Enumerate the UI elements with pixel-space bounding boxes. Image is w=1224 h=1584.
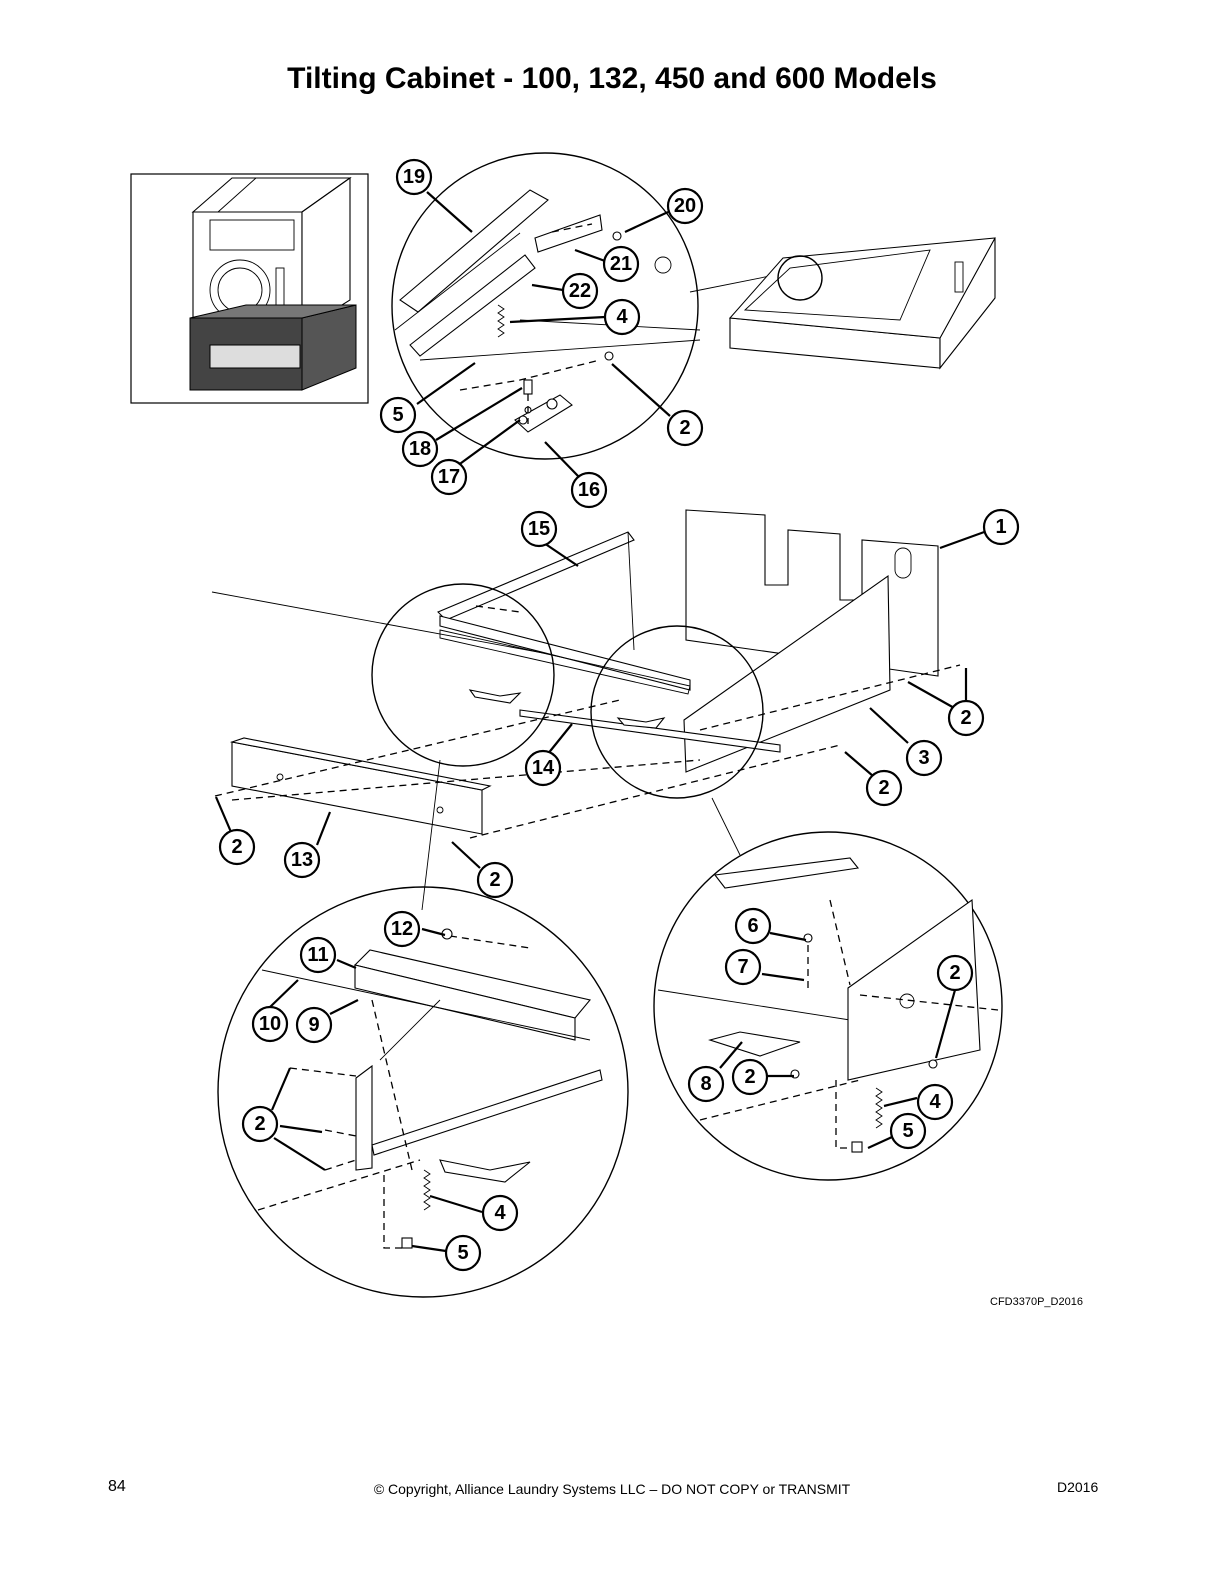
svg-text:2: 2 <box>254 1113 265 1135</box>
leader-lines <box>214 191 988 1253</box>
svg-text:9: 9 <box>308 1014 319 1036</box>
svg-text:4: 4 <box>929 1091 941 1113</box>
svg-text:7: 7 <box>737 956 748 978</box>
svg-text:17: 17 <box>438 466 460 488</box>
callout-2-top: 2 <box>666 409 704 447</box>
callout-17: 17 <box>430 458 468 496</box>
svg-text:3: 3 <box>918 747 929 769</box>
callout-2-bottom-right: 2 <box>936 954 974 992</box>
callout-13: 13 <box>283 841 321 879</box>
svg-text:2: 2 <box>489 869 500 891</box>
svg-text:2: 2 <box>231 836 242 858</box>
callout-5-bottom-right: 5 <box>889 1112 927 1150</box>
callout-6: 6 <box>734 907 772 945</box>
callout-10: 10 <box>251 1005 289 1043</box>
svg-text:11: 11 <box>307 944 328 966</box>
svg-text:22: 22 <box>569 280 591 302</box>
drawing-code: CFD3370P_D2016 <box>990 1296 1083 1308</box>
svg-text:8: 8 <box>700 1073 711 1095</box>
callout-1: 1 <box>982 508 1020 546</box>
callout-4-top: 4 <box>603 298 641 336</box>
svg-text:14: 14 <box>532 757 555 779</box>
callout-21: 21 <box>602 245 640 283</box>
callout-22: 22 <box>561 272 599 310</box>
callout-2-bottom-mid: 2 <box>731 1058 769 1096</box>
callout-9: 9 <box>295 1006 333 1044</box>
top-detail-view <box>391 152 801 460</box>
callout-11: 11 <box>299 936 337 974</box>
svg-text:12: 12 <box>391 918 413 940</box>
callout-12: 12 <box>383 910 421 948</box>
svg-text:20: 20 <box>674 195 696 217</box>
svg-text:19: 19 <box>403 166 425 188</box>
machine-overview-inset <box>130 173 369 404</box>
svg-text:2: 2 <box>960 707 971 729</box>
left-enlargement <box>217 886 629 1298</box>
svg-text:2: 2 <box>949 962 960 984</box>
callout-5-bottom-left: 5 <box>444 1234 482 1272</box>
callout-14: 14 <box>524 749 562 787</box>
main-cabinet-assembly <box>211 509 961 911</box>
svg-text:5: 5 <box>392 404 403 426</box>
callout-7: 7 <box>724 948 762 986</box>
svg-text:4: 4 <box>616 306 628 328</box>
callout-2-mid: 2 <box>476 861 514 899</box>
svg-text:2: 2 <box>679 417 690 439</box>
svg-text:5: 5 <box>902 1120 913 1142</box>
callout-16: 16 <box>570 471 608 509</box>
svg-text:1: 1 <box>995 516 1006 538</box>
callout-3: 3 <box>905 739 943 777</box>
svg-text:13: 13 <box>291 849 313 871</box>
svg-text:6: 6 <box>747 915 758 937</box>
svg-text:4: 4 <box>494 1202 506 1224</box>
page-number: 84 <box>108 1478 126 1495</box>
document-code: D2016 <box>1057 1479 1099 1495</box>
cabinet-overview <box>728 237 996 370</box>
svg-text:15: 15 <box>528 518 550 540</box>
callout-8: 8 <box>687 1065 725 1103</box>
callout-18: 18 <box>401 430 439 468</box>
callout-2-left: 2 <box>218 828 256 866</box>
right-enlargement <box>653 831 1003 1181</box>
callout-4-bottom-right: 4 <box>916 1083 954 1121</box>
copyright-notice: © Copyright, Alliance Laundry Systems LL… <box>373 1481 851 1497</box>
callout-19: 19 <box>395 158 433 196</box>
callout-2-mid-right: 2 <box>865 769 903 807</box>
callout-15: 15 <box>520 510 558 548</box>
page-title: Tilting Cabinet - 100, 132, 450 and 600 … <box>287 62 937 95</box>
svg-text:18: 18 <box>409 438 431 460</box>
callout-2-right: 2 <box>947 699 985 737</box>
callout-2-bottom-left: 2 <box>241 1105 279 1143</box>
svg-text:21: 21 <box>610 253 632 275</box>
svg-text:10: 10 <box>259 1013 281 1035</box>
svg-text:5: 5 <box>457 1242 468 1264</box>
callout-4-bottom-left: 4 <box>481 1194 519 1232</box>
svg-text:2: 2 <box>744 1066 755 1088</box>
callout-20: 20 <box>666 187 704 225</box>
svg-text:16: 16 <box>578 479 600 501</box>
callout-5-top: 5 <box>379 396 417 434</box>
svg-text:2: 2 <box>878 777 889 799</box>
